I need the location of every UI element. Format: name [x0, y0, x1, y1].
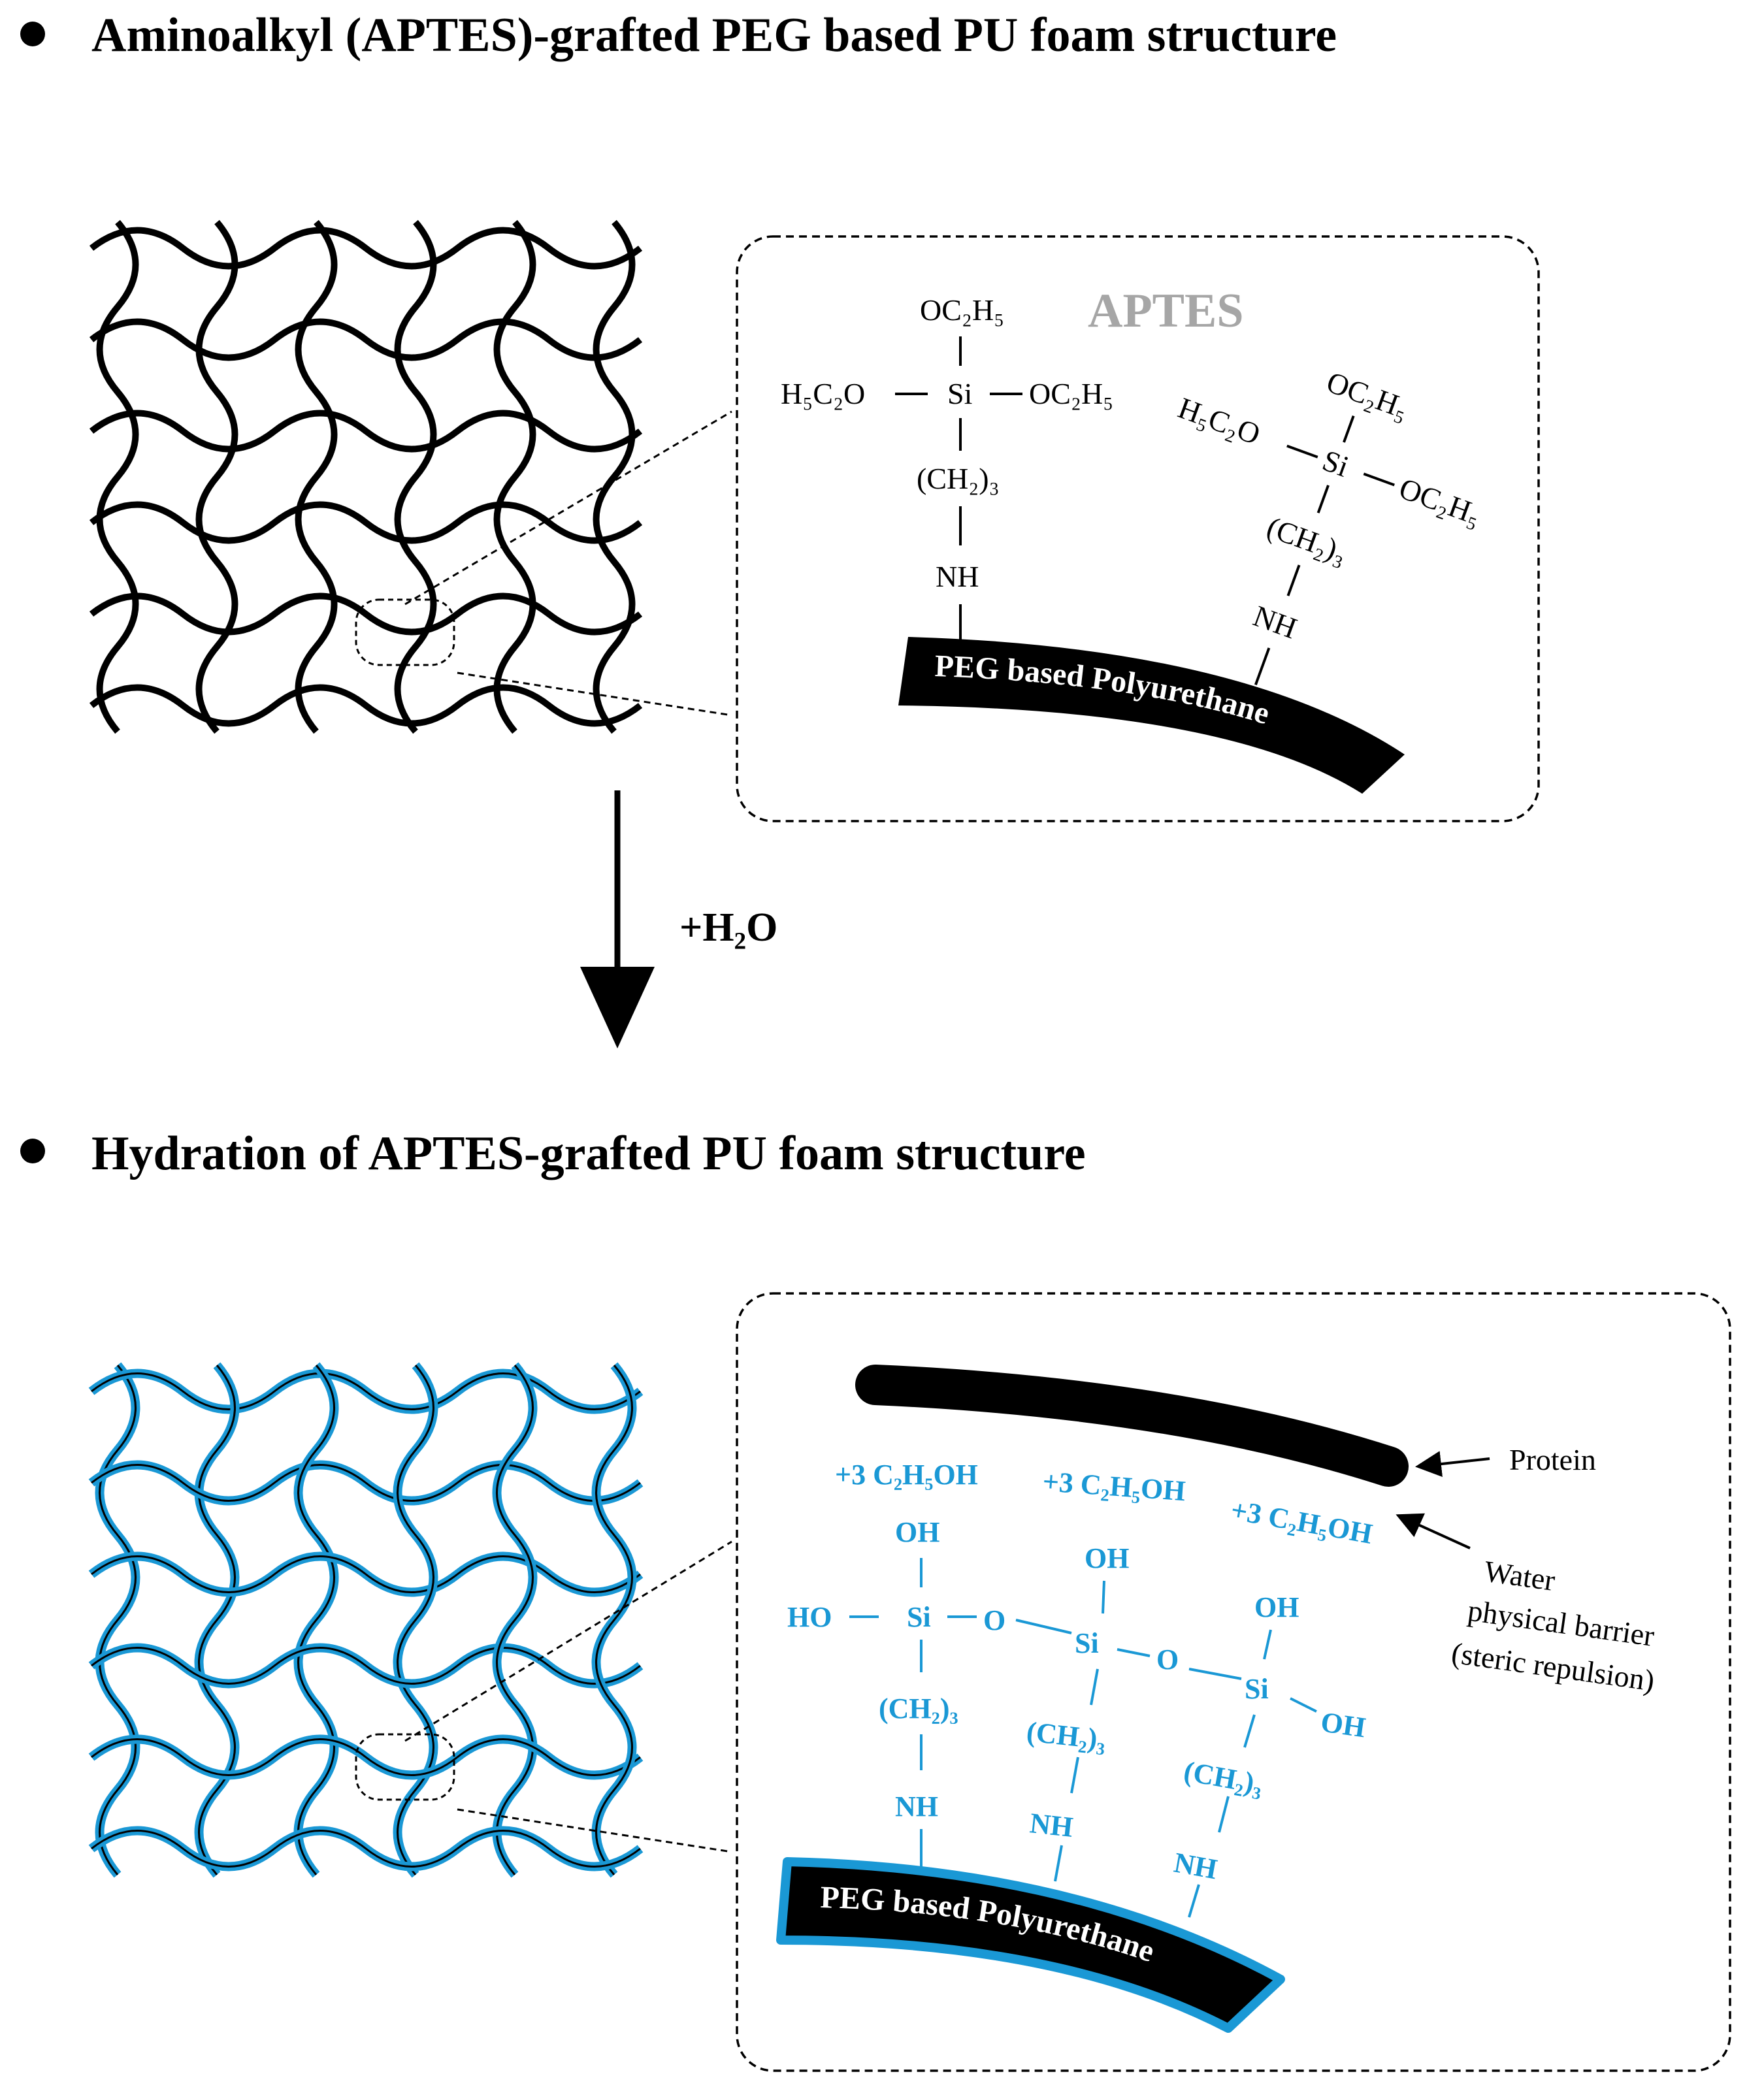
foam-strand-core — [99, 1365, 137, 1875]
foam-strand — [295, 219, 338, 734]
svg-text:OH: OH — [1254, 1591, 1299, 1623]
foam-strand-core — [91, 1372, 641, 1410]
protein-shape — [855, 1365, 1409, 1487]
foam-strand-core — [595, 1365, 633, 1875]
svg-text:H₅C₂O: H₅C₂O — [1174, 391, 1265, 451]
detail-box-top — [736, 235, 1540, 822]
foam-strand — [593, 219, 636, 734]
svg-text:(CH₂)₃: (CH₂)₃ — [917, 462, 1000, 495]
svg-text:OH: OH — [1085, 1542, 1129, 1574]
foam-strand-core — [91, 1464, 641, 1502]
reaction-arrow — [580, 790, 655, 1048]
svg-text:O: O — [983, 1604, 1005, 1636]
svg-text:(CH₂)₃: (CH₂)₃ — [879, 1693, 958, 1725]
peg-backbone-bottom: PEG based Polyurethane — [776, 1857, 1285, 2033]
heading-top: Aminoalkyl (APTES)-grafted PEG based PU … — [91, 8, 1337, 62]
svg-text:Si: Si — [1318, 444, 1354, 483]
svg-text:Si: Si — [907, 1601, 931, 1633]
foam-network-black — [89, 219, 643, 734]
siloxane-network: OH HO Si O (CH₂)₃ NH OH Si O (CH₂)₃ NH O… — [787, 1516, 1368, 1918]
foam-strand — [96, 219, 139, 734]
foam-strand-core — [297, 1365, 335, 1875]
foam-strand-core — [91, 1830, 641, 1868]
svg-text:NH: NH — [1249, 599, 1301, 645]
byproduct-1: +3 C₂H₅OH — [835, 1459, 978, 1491]
foam-strand-core — [496, 1365, 534, 1875]
detail-box-bottom — [736, 1292, 1731, 2072]
svg-text:NH: NH — [1028, 1807, 1075, 1843]
svg-text:OH: OH — [895, 1516, 939, 1548]
svg-text:Si: Si — [1245, 1673, 1269, 1705]
protein-annotation: Protein — [1415, 1443, 1596, 1477]
foam-strand-core — [198, 1365, 236, 1875]
water-barrier-annotation: Water physical barrier (steric repulsion… — [1396, 1513, 1657, 1697]
foam-strand — [493, 219, 536, 734]
foam-strand — [195, 219, 238, 734]
svg-text:HO: HO — [787, 1601, 832, 1633]
foam-strand-core — [91, 1647, 641, 1685]
zoom-region-top — [355, 410, 732, 717]
foam-strand — [394, 219, 437, 734]
aptes-label: APTES — [1088, 284, 1244, 338]
foam-strand — [89, 684, 643, 727]
heading-bottom: Hydration of APTES-grafted PU foam struc… — [91, 1127, 1086, 1180]
heading-bullet-top — [20, 22, 45, 46]
svg-text:O: O — [1156, 1644, 1179, 1676]
svg-text:OH: OH — [1319, 1706, 1368, 1743]
foam-strand — [89, 501, 643, 544]
svg-text:Water: Water — [1482, 1554, 1558, 1597]
byproduct-2: +3 C₂H₅OH — [1041, 1465, 1186, 1507]
zoom-region-bottom — [355, 1540, 732, 1853]
svg-text:OC₂H₅: OC₂H₅ — [1029, 377, 1113, 410]
foam-strand — [89, 318, 643, 361]
foam-strand-core — [397, 1365, 434, 1875]
reagent-label: +H₂O — [679, 905, 777, 950]
aptes-molecule-1: OC₂H₅ H₅C₂O Si OC₂H₅ (CH₂)₃ NH — [781, 293, 1113, 643]
foam-network-blue — [88, 1362, 644, 1878]
svg-text:Protein: Protein — [1509, 1443, 1596, 1476]
svg-text:Si: Si — [1075, 1627, 1099, 1659]
svg-text:NH: NH — [895, 1790, 938, 1823]
peg-backbone-top: PEG based Polyurethane — [898, 637, 1405, 794]
svg-text:NH: NH — [936, 560, 979, 593]
foam-strand — [89, 410, 643, 453]
foam-strand-core — [91, 1555, 641, 1593]
byproduct-3: +3 C₂H₅OH — [1228, 1494, 1375, 1550]
svg-text:OC₂H₅: OC₂H₅ — [920, 293, 1004, 327]
svg-text:NH: NH — [1171, 1847, 1220, 1886]
svg-text:Si: Si — [947, 377, 972, 410]
svg-text:H₅C₂O: H₅C₂O — [781, 377, 865, 410]
svg-text:(CH₂)₃: (CH₂)₃ — [1181, 1755, 1265, 1800]
svg-text:OC₂H₅: OC₂H₅ — [1395, 471, 1486, 531]
svg-text:(CH₂)₃: (CH₂)₃ — [1025, 1715, 1107, 1755]
svg-text:OC₂H₅: OC₂H₅ — [1322, 365, 1413, 425]
svg-text:(CH₂)₃: (CH₂)₃ — [1263, 510, 1352, 570]
heading-bullet-bottom — [20, 1139, 45, 1163]
foam-strand-core — [91, 1738, 641, 1776]
foam-strand — [89, 227, 643, 270]
foam-strand — [89, 592, 643, 636]
